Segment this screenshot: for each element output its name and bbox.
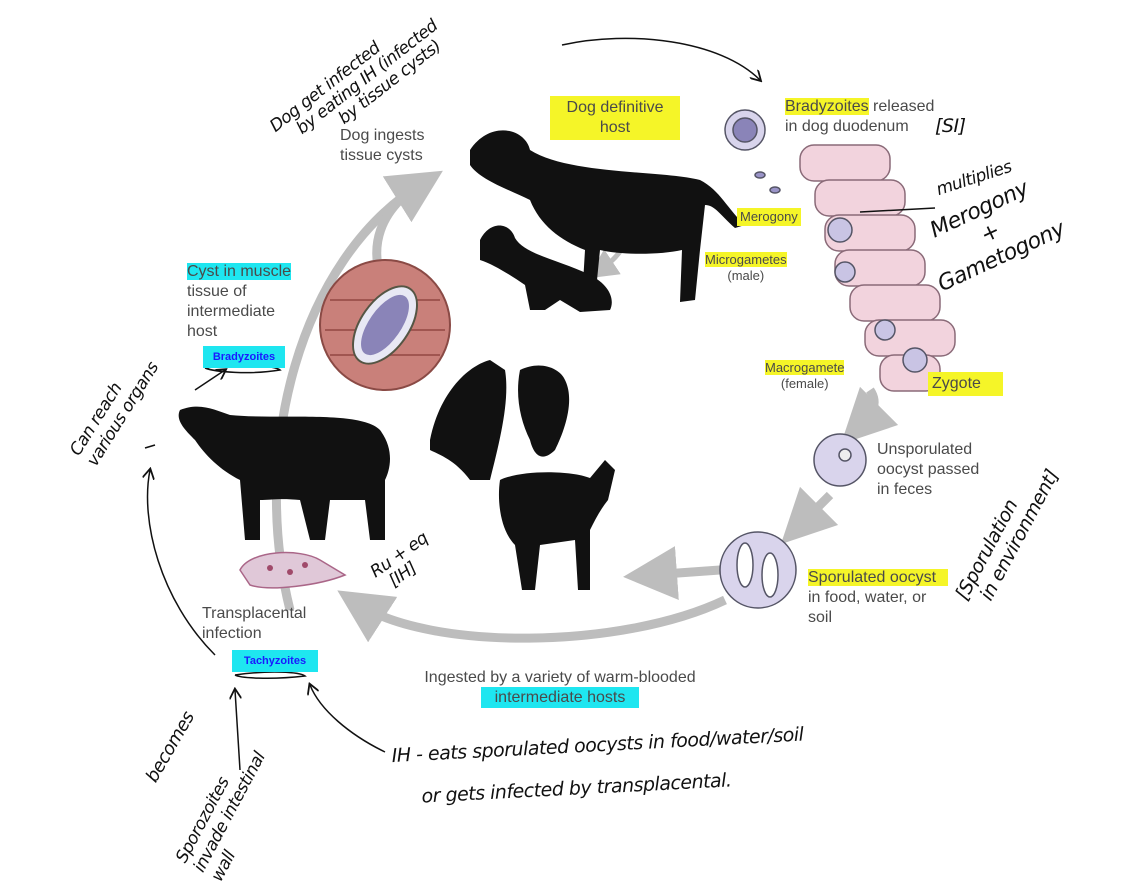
parasite-stages-illustration bbox=[719, 109, 928, 609]
dog-silhouette bbox=[470, 130, 745, 312]
placenta-illustration bbox=[239, 551, 347, 589]
label-merogony: Merogony bbox=[737, 208, 801, 226]
intermediate-host-silhouettes bbox=[178, 360, 615, 590]
tag-bradyzoites: Bradyzoites bbox=[203, 346, 285, 368]
label-macrogamete: Macrogamete(female) bbox=[765, 360, 845, 391]
label-zygote: Zygote bbox=[928, 372, 1003, 396]
label-microgametes: Microgametes(male) bbox=[705, 252, 787, 283]
note-si: [SI] bbox=[935, 115, 966, 137]
tag-tachyzoites: Tachyzoites bbox=[232, 650, 318, 672]
muscle-cyst-illustration bbox=[319, 259, 451, 391]
